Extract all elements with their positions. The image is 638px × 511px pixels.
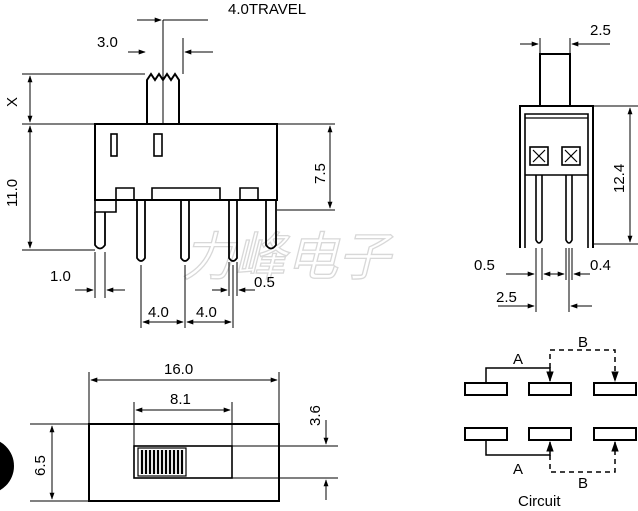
circuit-contact-bottom-3 (593, 427, 637, 441)
side-knob (539, 53, 571, 107)
side-frame-inner (524, 113, 589, 248)
side-contact-left (529, 146, 549, 166)
circuit-label-b-top: B (578, 334, 588, 351)
circuit-label-a-top: A (513, 351, 523, 368)
circuit-contact-bottom-1 (464, 427, 508, 441)
circuit-contact-top-2 (528, 382, 572, 396)
dim-side-height: 12.4 (611, 164, 628, 193)
circuit-contact-bottom-2 (528, 427, 572, 441)
side-pin-left (535, 175, 543, 244)
front-slot-right (153, 133, 163, 157)
circuit-label-a-bottom: A (513, 461, 523, 478)
front-leg-left (94, 212, 106, 250)
front-slot-left (110, 133, 118, 157)
front-leg-right (265, 200, 277, 250)
dim-pin-offset: 1.0 (50, 268, 71, 285)
dim-side-knob-width: 2.5 (590, 22, 611, 39)
dim-pin-width: 0.5 (254, 274, 275, 291)
dim-side-pin-right: 0.4 (590, 257, 611, 274)
front-pin-1 (136, 200, 146, 262)
dim-knob-height: X (4, 97, 21, 107)
side-frame-outer (519, 105, 594, 248)
dim-pin-pitch-right: 4.0 (196, 304, 217, 321)
watermark: 力峰电子 (182, 228, 393, 288)
dim-travel: 4.0TRAVEL (228, 1, 306, 18)
dim-side-pin-spacing: 2.5 (496, 289, 517, 306)
front-pin-3 (228, 200, 238, 262)
dim-top-knob-travel: 3.6 (307, 405, 324, 426)
front-view (94, 72, 278, 262)
side-view (519, 53, 594, 248)
circuit-contact-top-3 (593, 382, 637, 396)
dim-top-width: 6.5 (32, 455, 49, 476)
dim-total-height: 11.0 (4, 179, 21, 207)
dim-top-length: 16.0 (164, 361, 193, 378)
circuit-diagram (464, 382, 637, 441)
top-dimension-lines (30, 372, 338, 502)
side-contact-right (561, 146, 581, 166)
dim-top-window-width: 8.1 (170, 391, 191, 408)
edge-circle (0, 441, 14, 491)
front-pin-2 (180, 200, 190, 262)
dim-body-height: 7.5 (312, 163, 329, 184)
dim-side-pin-left: 0.5 (474, 257, 495, 274)
circuit-label-b-bottom: B (578, 475, 588, 492)
circuit-title: Circuit (518, 493, 561, 510)
top-view (88, 423, 280, 502)
top-knob-ridges (140, 450, 184, 474)
top-body (88, 423, 280, 502)
circuit-wiring (485, 349, 619, 473)
front-bottom-profile (94, 187, 277, 213)
side-pin-right (565, 175, 573, 244)
side-dimension-lines (498, 38, 638, 312)
dim-knob-width: 3.0 (97, 34, 118, 51)
top-knob (137, 447, 187, 477)
front-body (94, 123, 278, 201)
front-dimension-lines (22, 17, 335, 328)
dim-pin-pitch-left: 4.0 (148, 304, 169, 321)
circuit-contact-top-1 (464, 382, 508, 396)
top-window (133, 445, 233, 479)
